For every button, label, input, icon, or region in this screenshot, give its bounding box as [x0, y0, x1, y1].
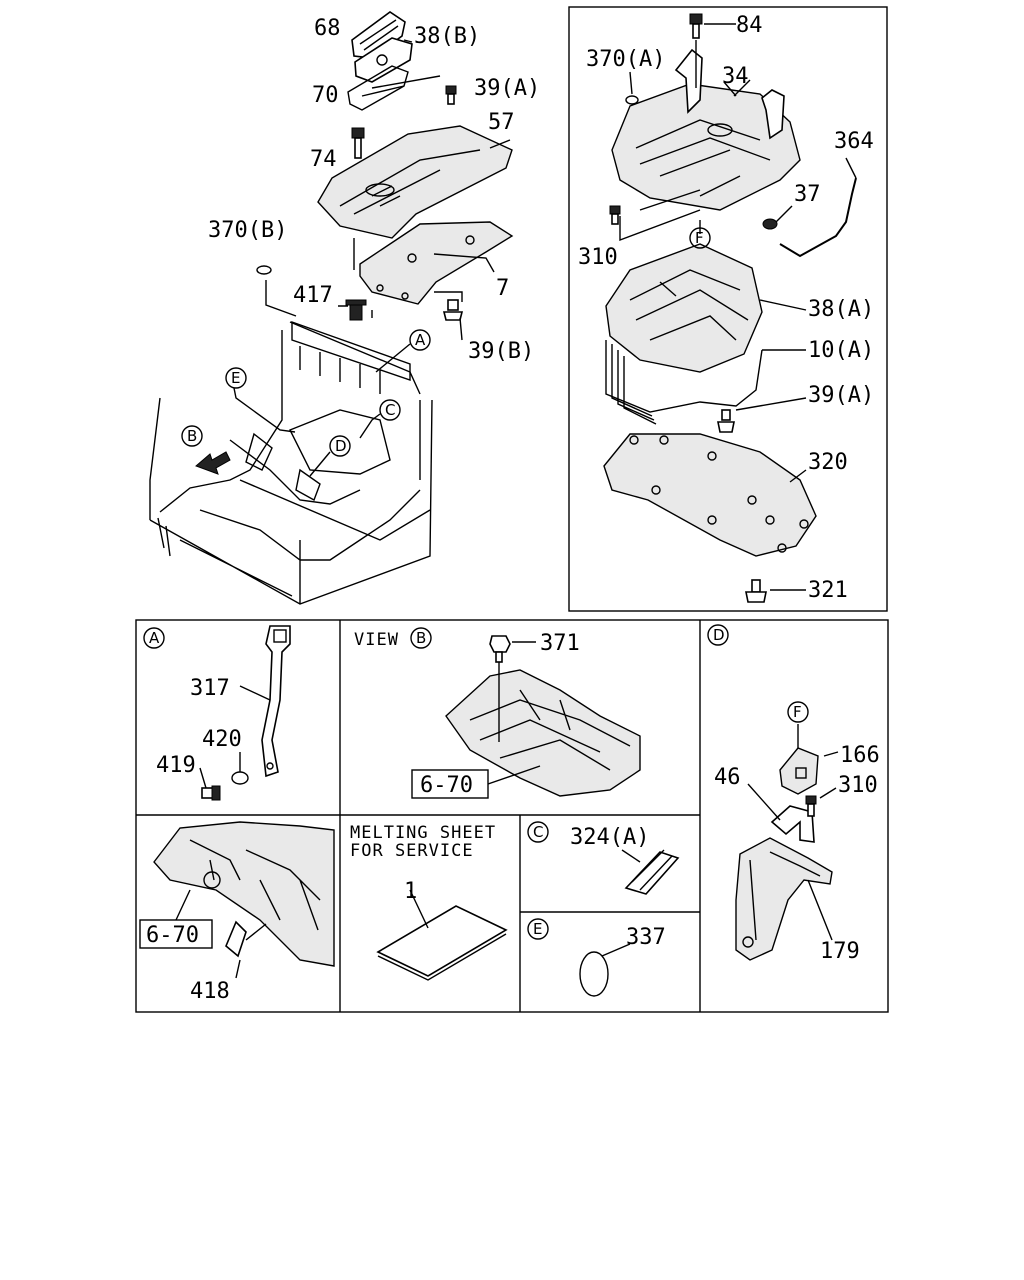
callout-418: 418 [190, 979, 230, 1004]
callout-39a-right: 39(A) [808, 383, 874, 408]
part-320 [603, 433, 817, 557]
view-b-floor [445, 669, 641, 797]
callout-310-top: 310 [578, 245, 618, 270]
clip-icon [717, 409, 735, 433]
part-37 [762, 218, 778, 230]
part-364 [779, 177, 857, 258]
main-exploded-view [149, 11, 514, 605]
marker-d-main: D [335, 437, 347, 455]
callout-420: 420 [202, 727, 242, 752]
bolt-icon [609, 205, 621, 225]
melting-sheet-line2: FOR SERVICE [350, 841, 474, 861]
callout-370b: 370(B) [208, 218, 287, 243]
marker-b-main: B [187, 427, 197, 445]
callout-6-70-lower: 6-70 [146, 923, 199, 948]
callout-320: 320 [808, 450, 848, 475]
panel-c-marker: C [533, 823, 543, 841]
clip-icon [745, 579, 767, 603]
callout-317: 317 [190, 676, 230, 701]
floor-section [153, 821, 335, 967]
part-34 [611, 83, 801, 211]
bolt-icon [689, 13, 703, 39]
callout-364: 364 [834, 129, 874, 154]
marker-c-main: C [385, 401, 395, 419]
callout-7: 7 [496, 276, 509, 301]
callout-337: 337 [626, 925, 666, 950]
bolt-icon [805, 795, 817, 817]
part-10a [605, 340, 763, 413]
part-420 [231, 771, 249, 785]
callout-6-70-b: 6-70 [420, 773, 473, 798]
callout-179: 179 [820, 939, 860, 964]
callout-39a-top: 39(A) [474, 76, 540, 101]
part-337 [579, 951, 609, 997]
part-370b [256, 265, 272, 275]
part-179 [735, 837, 833, 961]
callout-419: 419 [156, 753, 196, 778]
bolt-icon [445, 85, 457, 105]
callout-166: 166 [840, 743, 880, 768]
callout-labels: 68 38(B) 70 39(A) 57 74 370(B) 7 417 39(… [146, 13, 880, 1004]
panel-d-marker: D [713, 626, 725, 644]
callout-10a: 10(A) [808, 338, 874, 363]
callout-46: 46 [714, 765, 741, 790]
marker-f-panel-d: F [793, 703, 802, 721]
callout-38a: 38(A) [808, 297, 874, 322]
part-46 [770, 805, 815, 843]
callout-34: 34 [722, 64, 749, 89]
melting-sheet-line1: MELTING SHEET [350, 823, 496, 843]
direction-arrow-icon [195, 451, 231, 475]
callout-371: 371 [540, 631, 580, 656]
panel-e-marker: E [533, 920, 542, 938]
clip-icon [442, 299, 464, 321]
part-38a [605, 243, 763, 373]
right-detail-box [568, 6, 888, 612]
callout-70: 70 [312, 83, 339, 108]
circled-markers: A E C B D F A B D C E F [143, 227, 809, 940]
marker-a-main: A [415, 331, 426, 349]
callout-68: 68 [314, 16, 341, 41]
callout-84: 84 [736, 13, 763, 38]
bottom-panels [135, 619, 889, 1013]
callout-1: 1 [404, 879, 417, 904]
part-1-melting-sheet [376, 905, 508, 977]
part-166 [779, 747, 819, 795]
part-57 [317, 125, 513, 239]
grommet-icon [345, 299, 367, 321]
view-b-title: VIEW [354, 630, 399, 650]
vehicle-floor-body [149, 321, 433, 605]
part-418 [225, 920, 247, 958]
callout-321: 321 [808, 578, 848, 603]
callout-417: 417 [293, 283, 333, 308]
part-317 [261, 625, 291, 778]
clip-icon [489, 635, 511, 663]
callout-310-d: 310 [838, 773, 878, 798]
bolt-icon [201, 785, 221, 801]
part-370a [625, 95, 639, 105]
callout-74: 74 [310, 147, 337, 172]
callout-38b: 38(B) [414, 24, 480, 49]
marker-f-right: F [695, 229, 704, 247]
callout-37: 37 [794, 182, 821, 207]
part-7 [359, 221, 514, 305]
bolt-icon [351, 127, 365, 159]
panel-a-marker: A [149, 629, 160, 647]
callout-324a: 324(A) [570, 825, 649, 850]
part-38b [354, 37, 413, 83]
panel-view-b-marker: B [416, 629, 426, 647]
marker-e-main: E [231, 369, 240, 387]
callout-57: 57 [488, 110, 515, 135]
callout-39b: 39(B) [468, 339, 534, 364]
callout-370a: 370(A) [586, 47, 665, 72]
